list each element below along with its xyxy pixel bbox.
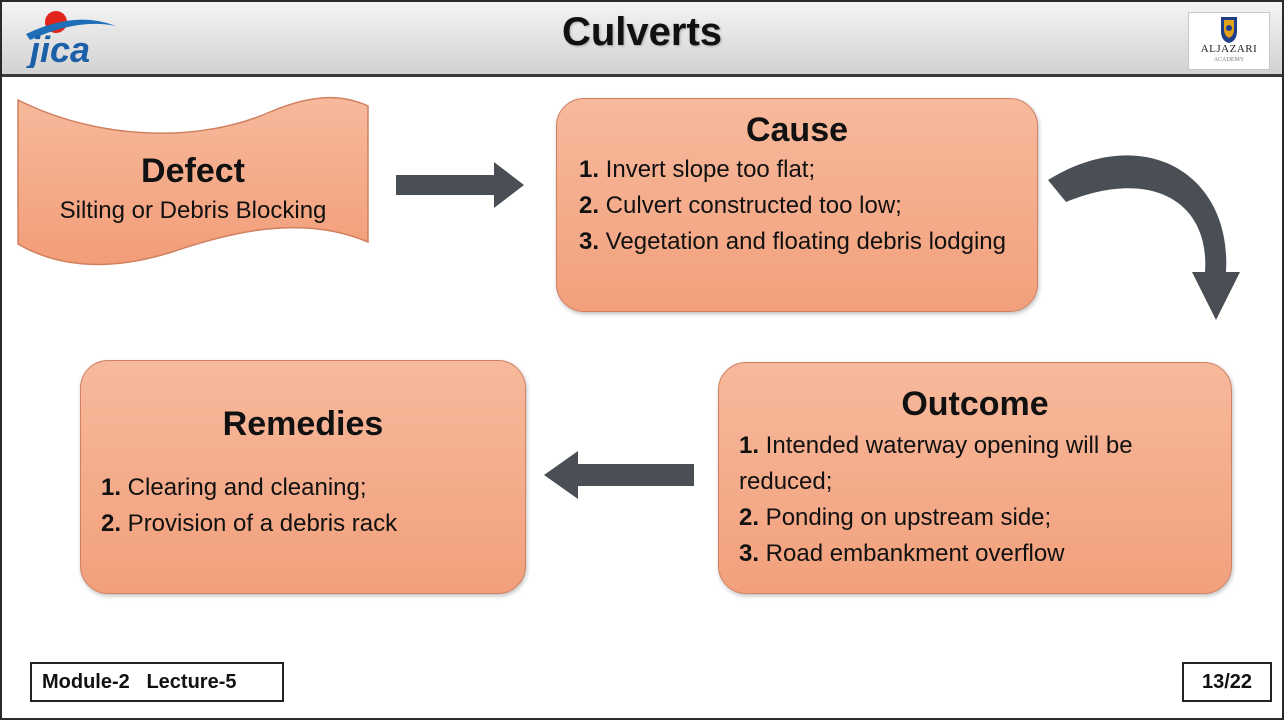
arrow-defect-to-cause — [396, 162, 524, 208]
cause-box: Cause 1. Invert slope too flat; 2. Culve… — [556, 98, 1038, 312]
arrow-cause-to-outcome — [1048, 155, 1240, 320]
header-bar: jica Culverts ALJAZARI ACADEMY — [2, 2, 1282, 77]
remedies-box: Remedies 1. Clearing and cleaning; 2. Pr… — [80, 360, 526, 594]
outcome-item: 3. Road embankment overflow — [739, 540, 1065, 567]
arrow-outcome-to-remedies — [544, 451, 694, 499]
aljazari-logo: ALJAZARI ACADEMY — [1188, 12, 1270, 70]
aljazari-logo-label: ALJAZARI — [1200, 43, 1258, 55]
outcome-title: Outcome — [901, 385, 1049, 423]
defect-banner-shape — [17, 96, 369, 266]
remedies-item: 2. Provision of a debris rack — [101, 510, 398, 537]
remedies-title: Remedies — [222, 405, 384, 443]
page-title: Culverts — [561, 10, 723, 54]
shield-icon — [1221, 17, 1237, 43]
cause-item: 2. Culvert constructed too low; — [579, 192, 902, 219]
defect-subtitle: Silting or Debris Blocking — [59, 197, 327, 224]
module-lecture-label: Module-2 Lecture-5 — [30, 662, 284, 702]
page-number: 13/22 — [1182, 662, 1272, 702]
cause-title: Cause — [745, 111, 849, 149]
cause-item: 1. Invert slope too flat; — [579, 156, 816, 183]
cause-item: 3. Vegetation and floating debris lodgin… — [579, 228, 1006, 255]
jica-logo: jica — [16, 8, 120, 70]
aljazari-logo-sub: ACADEMY — [1213, 57, 1245, 63]
outcome-box: Outcome 1. Intended waterway opening wil… — [718, 362, 1232, 594]
outcome-item: 2. Ponding on upstream side; — [739, 504, 1052, 531]
svg-text:jica: jica — [26, 29, 90, 68]
outcome-item: 1. Intended waterway opening will be red… — [739, 432, 1133, 495]
defect-box: Defect Silting or Debris Blocking — [18, 152, 368, 225]
remedies-item: 1. Clearing and cleaning; — [101, 474, 367, 501]
defect-title: Defect — [141, 152, 245, 190]
